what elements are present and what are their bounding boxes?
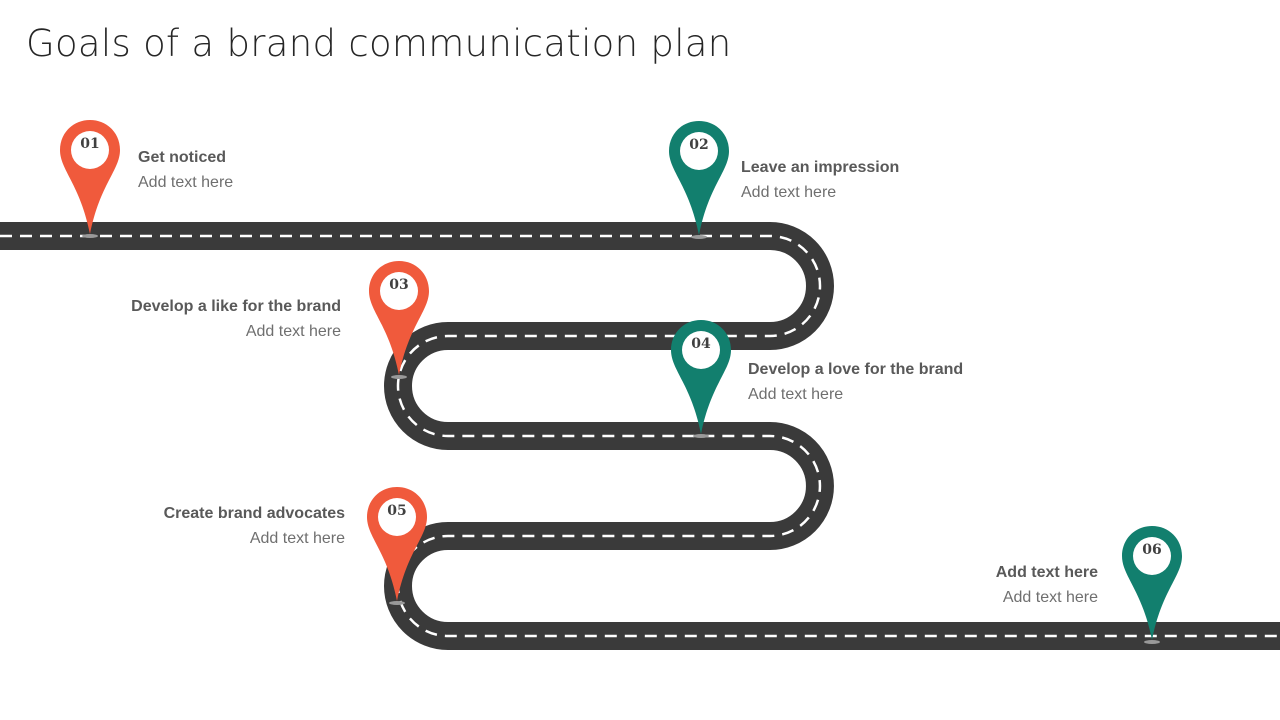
milestone-number: 03 (389, 277, 409, 293)
milestone-heading: Develop a love for the brand (748, 361, 964, 378)
milestone-label-02: Leave an impression Add text here (741, 157, 899, 205)
milestone-heading: Add text here (995, 564, 1098, 581)
map-pin-icon (1122, 526, 1182, 644)
milestone-pin-01: 01 (58, 118, 122, 238)
milestone-text: Add text here (249, 530, 345, 547)
milestone-heading: Leave an impression (741, 159, 900, 176)
map-pin-icon (369, 261, 429, 379)
milestone-number: 06 (1142, 542, 1162, 558)
milestone-number: 04 (691, 336, 711, 352)
milestone-label-05: Create brand advocates Add text here (164, 503, 345, 551)
milestone-number: 05 (387, 503, 407, 519)
page-title: Goals of a brand communication plan (26, 22, 732, 65)
milestone-pin-03: 03 (367, 259, 431, 379)
milestone-label-01: Get noticed Add text here (138, 147, 233, 195)
milestone-pin-04: 04 (669, 318, 733, 438)
map-pin-icon (669, 121, 729, 239)
milestone-text: Add text here (748, 386, 844, 403)
milestone-text: Add text here (1002, 589, 1098, 606)
milestone-number: 02 (689, 137, 709, 153)
milestone-pin-06: 06 (1120, 524, 1184, 644)
road-center-line (0, 234, 1280, 638)
milestone-text: Add text here (741, 184, 837, 201)
milestone-label-03: Develop a like for the brand Add text he… (131, 296, 341, 344)
milestone-pin-05: 05 (365, 485, 429, 605)
map-pin-icon (671, 320, 731, 438)
milestone-pin-02: 02 (667, 119, 731, 239)
milestone-label-06: Add text here Add text here (996, 562, 1098, 610)
milestone-label-04: Develop a love for the brand Add text he… (748, 359, 963, 407)
milestone-text: Add text here (245, 323, 341, 340)
milestone-heading: Develop a like for the brand (131, 298, 341, 315)
milestone-text: Add text here (138, 174, 234, 191)
milestone-heading: Create brand advocates (163, 505, 345, 522)
map-pin-icon (60, 120, 120, 238)
map-pin-icon (367, 487, 427, 605)
milestone-number: 01 (80, 136, 100, 152)
milestone-heading: Get noticed (138, 149, 227, 166)
